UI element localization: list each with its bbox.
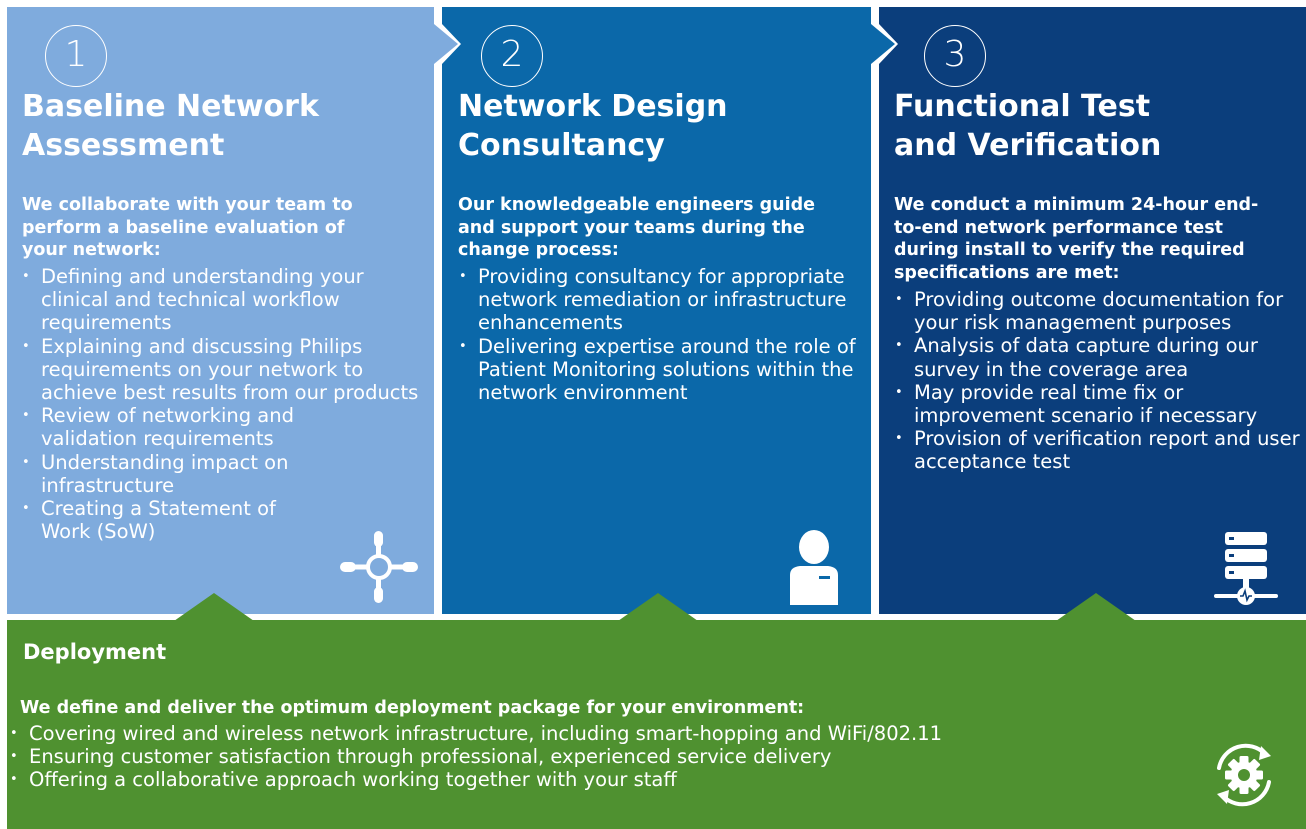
list-item: Understanding impact on infrastructure bbox=[21, 451, 326, 497]
step-panel-1: 1 Baseline Network Assessment We collabo… bbox=[7, 7, 434, 614]
list-item: Defining and understanding your clinical… bbox=[21, 265, 386, 335]
list-item: Creating a Statement of Work (SoW) bbox=[21, 497, 291, 543]
pointer-triangle bbox=[174, 593, 254, 621]
step-panel-3: 3 Functional Test and Verification We co… bbox=[879, 7, 1306, 614]
network-hub-icon bbox=[340, 531, 418, 603]
list-item: Ensuring customer satisfaction through p… bbox=[9, 745, 1109, 768]
step-items: Defining and understanding your clinical… bbox=[21, 265, 431, 543]
list-item: Review of networking and validation requ… bbox=[21, 404, 336, 450]
step-intro: We conduct a minimum 24-hour end-to-end … bbox=[894, 195, 1259, 283]
list-item: Explaining and discussing Philips requir… bbox=[21, 335, 436, 405]
step-number-circle: 2 bbox=[481, 25, 543, 87]
list-item: Delivering expertise around the role of … bbox=[458, 335, 858, 405]
list-item: May provide real time fix or improvement… bbox=[894, 381, 1306, 427]
step-items: Providing outcome documentation for your… bbox=[894, 288, 1304, 474]
gear-cycle-icon bbox=[1217, 743, 1271, 807]
step-title: Functional Test and Verification bbox=[894, 89, 1162, 163]
chevron-right-icon bbox=[871, 7, 898, 127]
chevron-right-icon bbox=[434, 7, 461, 127]
step-panel-2: 2 Network Design Consultancy Our knowled… bbox=[442, 7, 871, 614]
deployment-panel: Deployment We define and deliver the opt… bbox=[7, 593, 1306, 829]
list-item: Offering a collaborative approach workin… bbox=[9, 768, 1109, 791]
pointer-triangle bbox=[1056, 593, 1136, 621]
step-intro: We collaborate with your team to perform… bbox=[22, 195, 353, 260]
list-item: Covering wired and wireless network infr… bbox=[9, 722, 1109, 745]
pointer-triangle bbox=[618, 593, 698, 621]
deployment-items: Covering wired and wireless network infr… bbox=[9, 722, 1109, 792]
list-item: Providing outcome documentation for your… bbox=[894, 288, 1306, 334]
step-intro: Our knowledgeable engineers guide and su… bbox=[458, 195, 815, 260]
list-item: Provision of verification report and use… bbox=[894, 427, 1306, 473]
step-items: Providing consultancy for appropriate ne… bbox=[458, 265, 868, 404]
deployment-title: Deployment bbox=[23, 640, 167, 664]
deployment-intro: We define and deliver the optimum deploy… bbox=[20, 698, 805, 718]
server-monitor-icon bbox=[1214, 532, 1278, 605]
engineer-icon bbox=[790, 530, 838, 605]
step-title: Baseline Network Assessment bbox=[22, 89, 319, 163]
step-number-circle: 3 bbox=[924, 25, 986, 87]
step-title: Network Design Consultancy bbox=[458, 89, 728, 163]
step-number-circle: 1 bbox=[45, 25, 107, 87]
list-item: Analysis of data capture during our surv… bbox=[894, 334, 1306, 380]
list-item: Providing consultancy for appropriate ne… bbox=[458, 265, 863, 335]
